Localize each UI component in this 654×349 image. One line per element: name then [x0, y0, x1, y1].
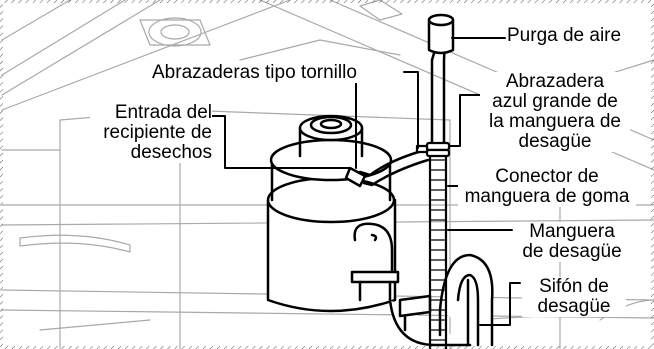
- label-disposer-inlet-line1: Entrada del: [114, 102, 212, 123]
- air-gap: [427, 13, 455, 55]
- leader-lines: [210, 37, 521, 326]
- label-drain-trap-line2: desagüe: [537, 296, 611, 317]
- label-drain-trap: Sifón de desagüe: [522, 277, 626, 317]
- label-rubber-connector-line2: manguera de goma: [464, 186, 630, 207]
- label-blue-clamp-line1: Abrazadera: [505, 71, 605, 92]
- clamps: [415, 141, 451, 158]
- label-air-gap-text: Purga de aire: [507, 25, 622, 46]
- label-blue-clamp: Abrazadera azul grande de la manguera de…: [480, 72, 630, 152]
- label-screw-clamps-text: Abrazaderas tipo tornillo: [152, 62, 357, 83]
- label-disposer-inlet-line2: recipiente de: [103, 122, 212, 143]
- label-drain-hose-line2: de desagüe: [522, 241, 622, 262]
- label-blue-clamp-line2: azul grande de: [492, 91, 618, 112]
- label-rubber-connector-line1: Conector de: [495, 166, 599, 187]
- label-rubber-connector: Conector de manguera de goma: [458, 167, 636, 207]
- discharge-pipe: [350, 222, 494, 347]
- label-disposer-inlet: Entrada del recipiente de desechos: [90, 103, 212, 163]
- label-screw-clamps: Abrazaderas tipo tornillo: [152, 63, 357, 83]
- label-blue-clamp-line4: desagüe: [518, 131, 592, 152]
- label-disposer-inlet-line3: desechos: [130, 142, 212, 163]
- label-drain-hose: Manguera de desagüe: [514, 222, 630, 262]
- label-drain-hose-line1: Manguera: [529, 221, 615, 242]
- label-air-gap: Purga de aire: [507, 25, 622, 46]
- label-blue-clamp-line3: la manguera de: [488, 111, 622, 132]
- label-drain-trap-line1: Sifón de: [539, 276, 609, 297]
